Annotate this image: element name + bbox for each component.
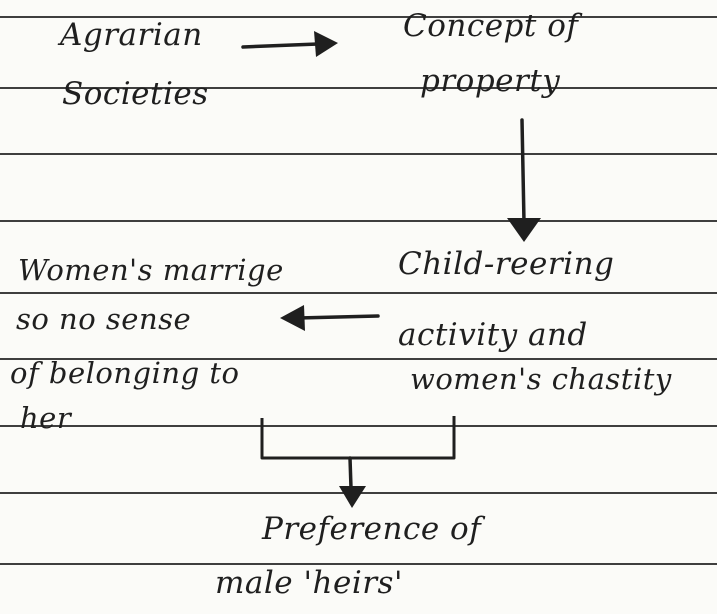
arrow-property-to-childrearing [507, 118, 541, 242]
label-childrearing-line3: women's chastity [410, 362, 672, 396]
label-marriage-line1: Women's marrige [18, 253, 284, 287]
arrow-bracket-to-preference [339, 456, 366, 508]
label-agrarian-line1: Agrarian [60, 17, 203, 53]
ruled-line [0, 220, 717, 222]
ruled-line [0, 358, 717, 360]
label-marriage-line3: of belonging to [10, 356, 240, 390]
label-property-line1: Concept of [403, 8, 579, 44]
ruled-line [0, 16, 717, 18]
ruled-line [0, 87, 717, 89]
label-agrarian-line2: Societies [62, 76, 209, 112]
arrow-agrarian-to-property [241, 31, 338, 57]
label-childrearing-line2: activity and [398, 317, 588, 353]
ruled-line [0, 153, 717, 155]
ruled-line [0, 292, 717, 294]
ruled-line [0, 425, 717, 427]
label-preference-line2: male 'heirs' [215, 565, 403, 601]
label-childrearing-line1: Child-reering [398, 246, 615, 282]
bracket-grouping [260, 416, 456, 460]
ruled-line [0, 563, 717, 565]
arrow-childrearing-to-marriage [280, 305, 380, 331]
label-marriage-line2: so no sense [16, 302, 192, 336]
label-property-line2: property [420, 63, 561, 99]
label-marriage-line4: her [20, 401, 72, 435]
label-preference-line1: Preference of [262, 511, 482, 547]
